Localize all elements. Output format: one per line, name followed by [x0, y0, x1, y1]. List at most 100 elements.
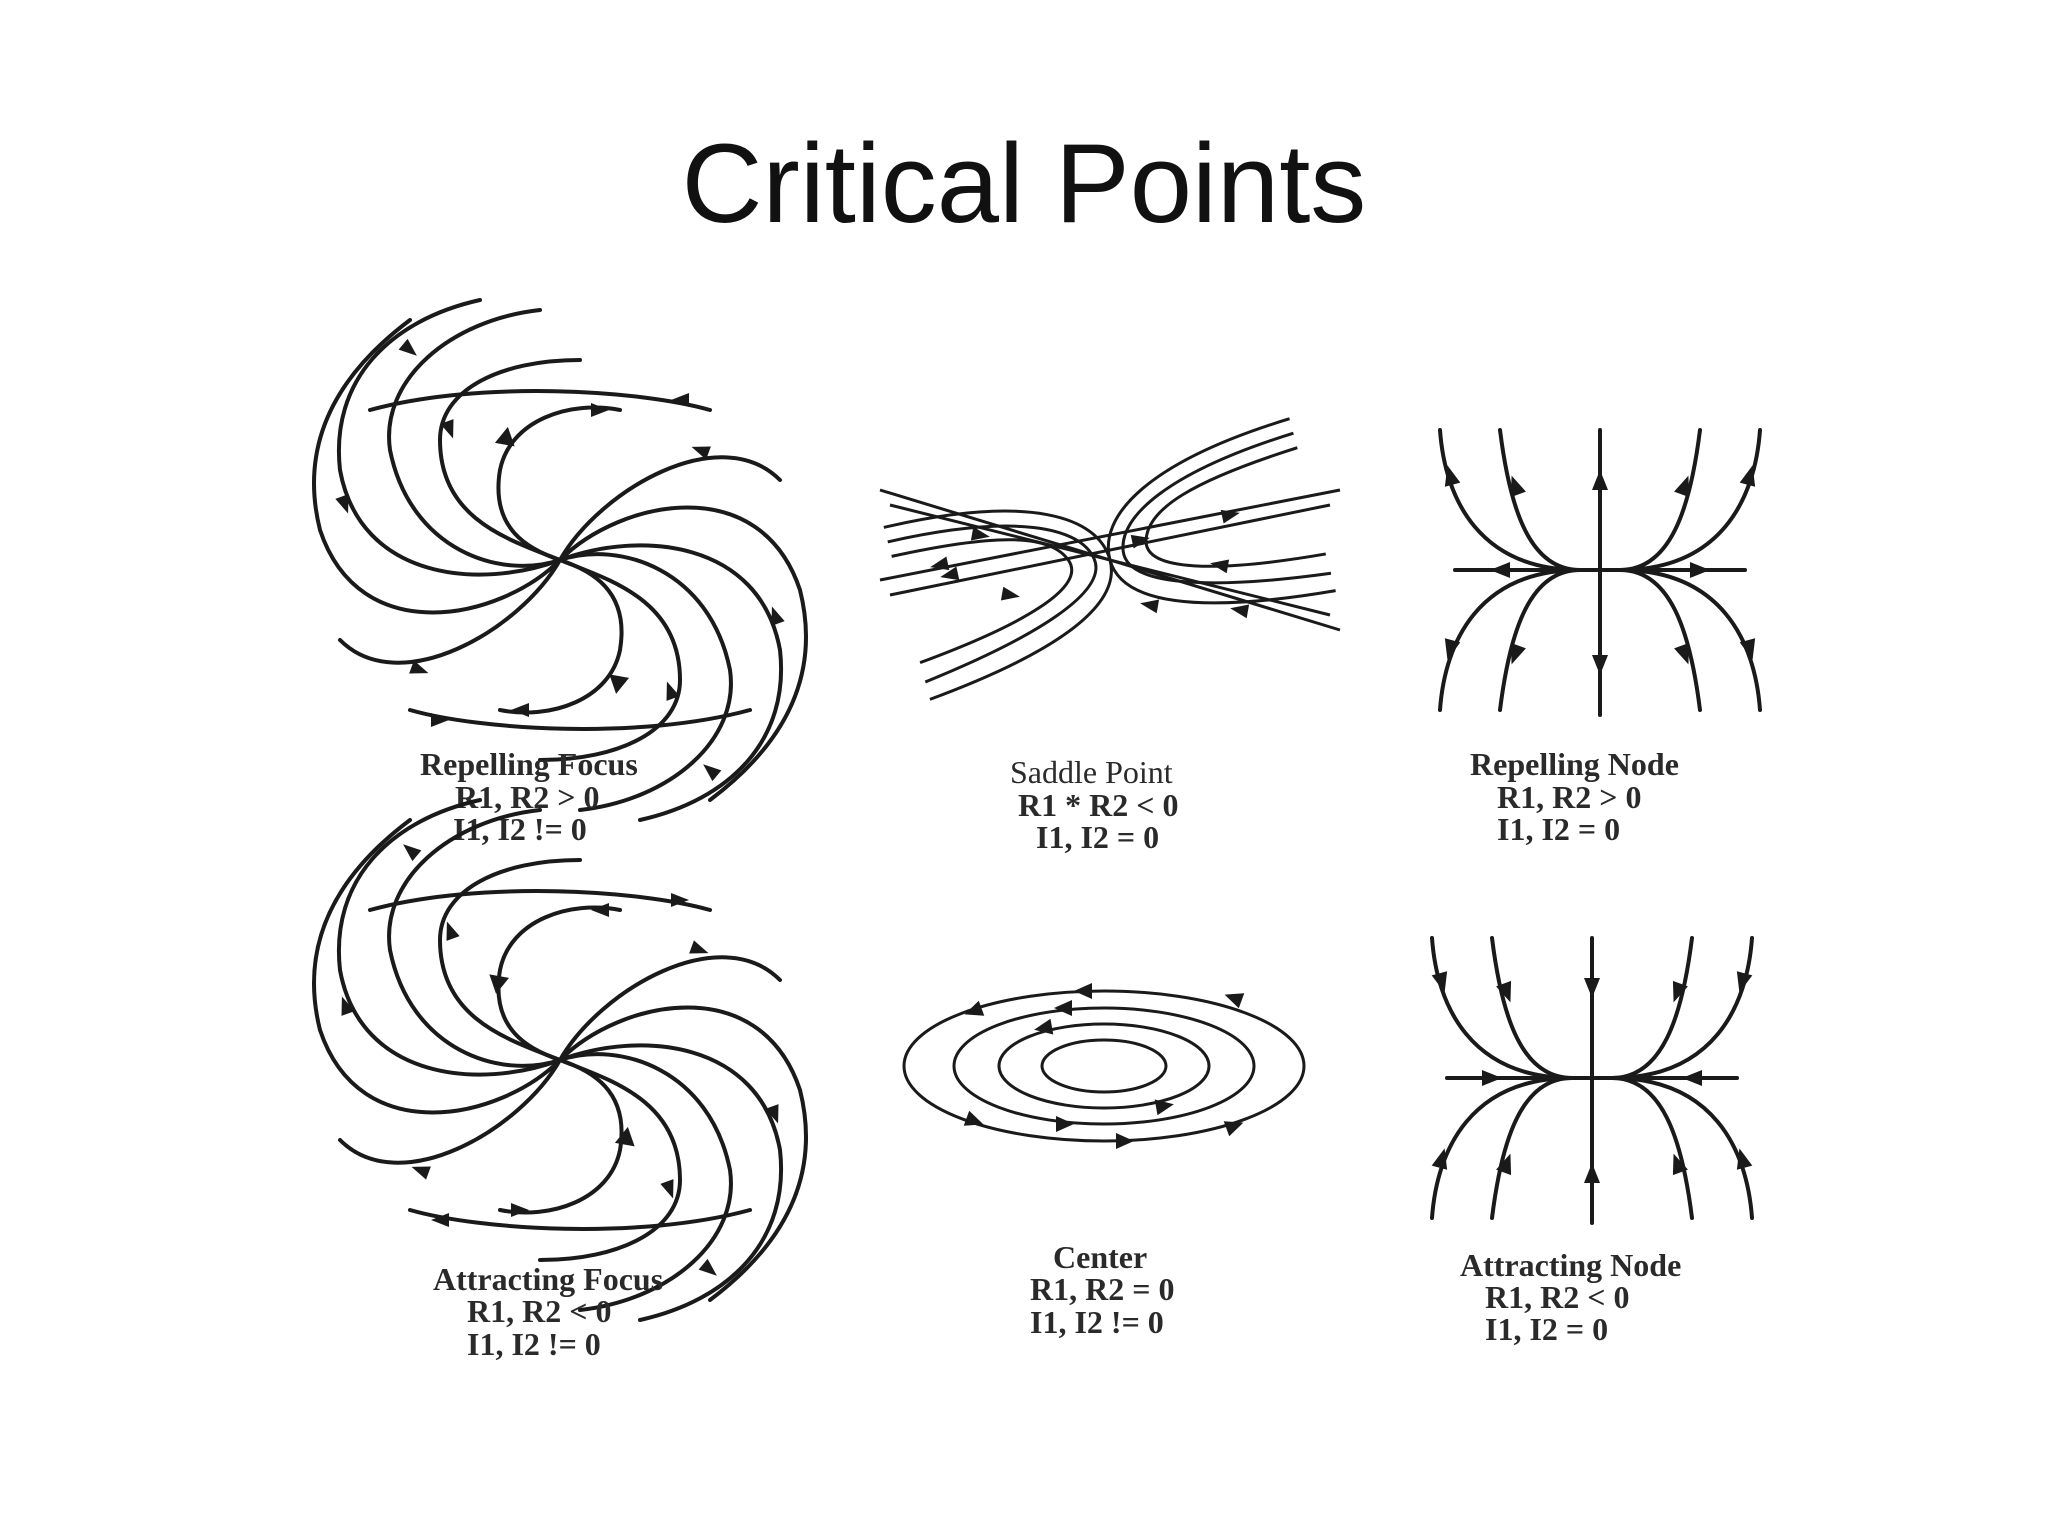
center-caption: Center R1, R2 = 0 I1, I2 != 0 — [1030, 1239, 1174, 1340]
trajectory — [558, 552, 733, 812]
arrowhead — [1674, 475, 1690, 498]
closed-orbit — [902, 989, 1306, 1143]
trajectory — [387, 808, 562, 1068]
arrowhead — [666, 681, 680, 701]
arrowhead — [1140, 599, 1160, 614]
arrowhead — [1674, 642, 1690, 665]
arrowhead — [771, 606, 785, 626]
arrowhead — [1739, 465, 1756, 487]
arrowhead — [1672, 980, 1688, 1003]
arrowhead — [1682, 1070, 1702, 1086]
repelling-focus-name: Repelling Focus — [420, 746, 638, 782]
trajectory — [1490, 1076, 1574, 1220]
arrowhead — [1672, 1153, 1688, 1176]
center-diagram: Center R1, R2 = 0 I1, I2 != 0 — [902, 983, 1306, 1340]
arrowhead — [409, 660, 429, 674]
trajectory — [538, 558, 683, 762]
arrowhead — [609, 674, 630, 694]
center-trajectories — [902, 983, 1306, 1149]
repelling-node-caption: Repelling Node R1, R2 > 0 I1, I2 = 0 — [1470, 746, 1679, 847]
trajectory — [1610, 1076, 1754, 1220]
repelling-focus-caption: Repelling Focus R1, R2 > 0 I1, I2 != 0 — [420, 746, 638, 847]
trajectory — [558, 1005, 808, 1302]
arrowhead — [1496, 980, 1512, 1003]
arrowhead — [1034, 1018, 1054, 1035]
saddle-point-diagram: Saddle Point R1 * R2 < 0 I1, I2 = 0 — [879, 417, 1341, 855]
trajectory — [538, 1058, 683, 1262]
repelling-focus-trajectories — [312, 298, 808, 822]
trajectory — [1498, 428, 1582, 572]
attracting-node-trajectories — [1430, 936, 1754, 1225]
arrowhead — [671, 393, 689, 407]
arrowhead — [1000, 586, 1020, 601]
trajectory — [1618, 428, 1702, 572]
arrowhead — [940, 566, 960, 581]
attracting-node-caption: Attracting Node R1, R2 < 0 I1, I2 = 0 — [1460, 1247, 1681, 1347]
stable-separatrix — [879, 488, 1341, 582]
trajectory — [437, 358, 582, 562]
attracting-node-condition-real: R1, R2 < 0 — [1485, 1279, 1629, 1315]
trajectory — [558, 1052, 733, 1312]
slide-title: Critical Points — [681, 121, 1367, 246]
arrowhead — [446, 921, 460, 941]
arrowhead — [591, 903, 609, 917]
saddle-point-caption: Saddle Point R1 * R2 < 0 I1, I2 = 0 — [1010, 754, 1178, 855]
arrowhead — [398, 338, 417, 356]
repelling-node-trajectories — [1438, 428, 1762, 717]
trajectory — [1490, 936, 1574, 1080]
arrowhead — [698, 1258, 717, 1276]
arrowhead — [964, 1000, 985, 1016]
trajectory — [891, 538, 1074, 665]
trajectory — [1121, 431, 1332, 585]
arrowhead — [1431, 971, 1448, 993]
arrowhead — [1736, 971, 1753, 993]
trajectory — [1430, 1076, 1574, 1220]
repelling-node-condition-imag: I1, I2 = 0 — [1497, 811, 1620, 847]
trajectory — [496, 905, 622, 1062]
attracting-node-condition-imag: I1, I2 = 0 — [1485, 1311, 1608, 1347]
arrowhead — [1230, 604, 1250, 619]
arrowhead — [1592, 470, 1608, 490]
trajectory — [887, 524, 1098, 684]
trajectory — [558, 955, 782, 1062]
arrowhead — [591, 403, 609, 417]
arrowhead — [494, 426, 515, 447]
arrowhead — [411, 1166, 431, 1180]
arrowhead — [1431, 1148, 1448, 1170]
attracting-focus-caption: Attracting Focus R1, R2 < 0 I1, I2 != 0 — [433, 1261, 663, 1362]
arrowhead — [1496, 1153, 1512, 1176]
arrowhead — [403, 844, 422, 862]
arrowhead — [1130, 534, 1150, 549]
arrowhead — [1690, 562, 1710, 578]
trajectory — [558, 543, 784, 822]
trajectory — [1618, 568, 1762, 712]
saddle-point-condition-real: R1 * R2 < 0 — [1018, 787, 1178, 823]
trajectory — [408, 1208, 752, 1231]
attracting-focus-trajectories — [312, 798, 808, 1322]
repelling-focus-condition-real: R1, R2 > 0 — [455, 779, 599, 815]
trajectory — [1610, 936, 1754, 1080]
trajectory — [338, 558, 562, 665]
repelling-node-name: Repelling Node — [1470, 746, 1679, 782]
arrowhead — [1444, 465, 1461, 487]
trajectory — [1610, 1076, 1694, 1220]
arrowhead — [765, 1104, 779, 1124]
arrowhead — [1074, 983, 1092, 999]
arrowhead — [1223, 1121, 1244, 1137]
trajectory — [1430, 936, 1574, 1080]
arrowhead — [1116, 1133, 1134, 1149]
saddle-point-trajectories — [879, 417, 1341, 701]
arrowhead — [1210, 559, 1230, 574]
attracting-focus-condition-imag: I1, I2 != 0 — [467, 1326, 601, 1362]
arrowhead — [1220, 509, 1240, 524]
arrowhead — [511, 1203, 529, 1217]
trajectory — [312, 818, 562, 1115]
trajectory — [558, 1043, 784, 1322]
arrowhead — [1510, 475, 1526, 498]
arrowhead — [614, 1126, 635, 1147]
trajectory — [387, 308, 562, 568]
trajectory — [1498, 568, 1582, 712]
saddle-point-name: Saddle Point — [1010, 754, 1173, 790]
